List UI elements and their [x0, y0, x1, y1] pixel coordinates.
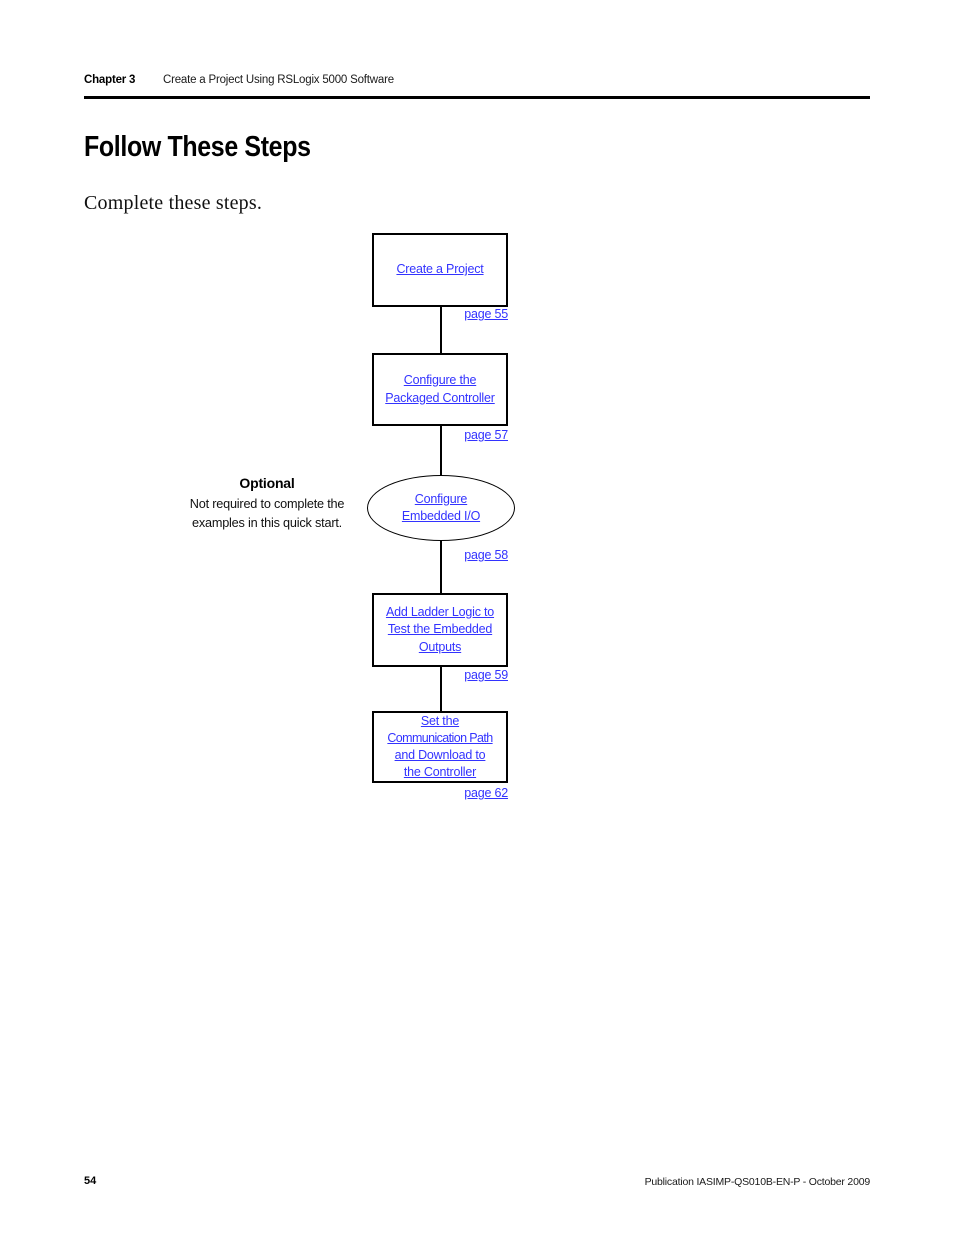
optional-note-line2: examples in this quick start. — [191, 515, 343, 530]
set-communication-path-link-line4: the Controller — [403, 765, 477, 779]
create-project-link[interactable]: Create a Project — [396, 261, 483, 279]
footer-publication: Publication IASIMP-QS010B-EN-P - October… — [644, 1176, 871, 1188]
set-communication-path-link-line2: Communication Path — [387, 731, 493, 745]
set-communication-path-link[interactable]: Set the Communication Path and Download … — [387, 713, 493, 781]
add-ladder-logic-link-line2: Test the Embedded — [387, 622, 493, 637]
optional-note-line1: Not required to complete the — [189, 497, 345, 511]
configure-controller-link-line1: Configure the — [403, 373, 477, 387]
add-ladder-logic-link-line1: Add Ladder Logic to — [385, 604, 495, 619]
flow-connector-1 — [440, 307, 442, 353]
flow-connector-3 — [440, 540, 442, 593]
page-link-57[interactable]: page 57 — [464, 428, 508, 442]
header-chapter-title: Create a Project Using RSLogix 5000 Soft… — [163, 74, 394, 86]
flow-node-configure-embedded-io: Configure Embedded I/O — [367, 475, 515, 541]
flow-node-configure-controller: Configure the Packaged Controller — [372, 353, 508, 426]
configure-controller-link-line2: Packaged Controller — [385, 390, 495, 405]
set-communication-path-link-line3: and Download to — [394, 748, 486, 762]
flow-node-set-communication-path: Set the Communication Path and Download … — [372, 711, 508, 783]
page-link-58[interactable]: page 58 — [464, 548, 508, 562]
header-rule — [84, 96, 870, 99]
header-chapter-label: Chapter 3 — [84, 74, 136, 86]
flow-node-add-ladder-logic: Add Ladder Logic to Test the Embedded Ou… — [372, 593, 508, 667]
page-link-55[interactable]: page 55 — [464, 307, 508, 321]
configure-embedded-io-link-line2: Embedded I/O — [401, 509, 481, 523]
configure-embedded-io-link[interactable]: Configure Embedded I/O — [402, 491, 480, 526]
flow-connector-4 — [440, 667, 442, 711]
configure-embedded-io-link-line1: Configure — [414, 491, 468, 506]
set-communication-path-link-line1: Set the — [420, 714, 460, 728]
configure-controller-link[interactable]: Configure the Packaged Controller — [385, 372, 495, 407]
optional-note-title: Optional — [239, 475, 295, 491]
footer-page-number: 54 — [84, 1175, 97, 1187]
intro-text: Complete these steps. — [84, 192, 263, 214]
add-ladder-logic-link-line3: Outputs — [418, 639, 462, 654]
optional-note: Optional Not required to complete the ex… — [160, 475, 374, 532]
add-ladder-logic-link[interactable]: Add Ladder Logic to Test the Embedded Ou… — [386, 604, 494, 657]
page-link-62[interactable]: page 62 — [464, 786, 508, 800]
page-title: Follow These Steps — [84, 131, 311, 163]
flow-connector-2 — [440, 426, 442, 475]
create-project-link-label: Create a Project — [396, 262, 484, 277]
page-link-59[interactable]: page 59 — [464, 668, 508, 682]
flow-node-create-project: Create a Project — [372, 233, 508, 307]
